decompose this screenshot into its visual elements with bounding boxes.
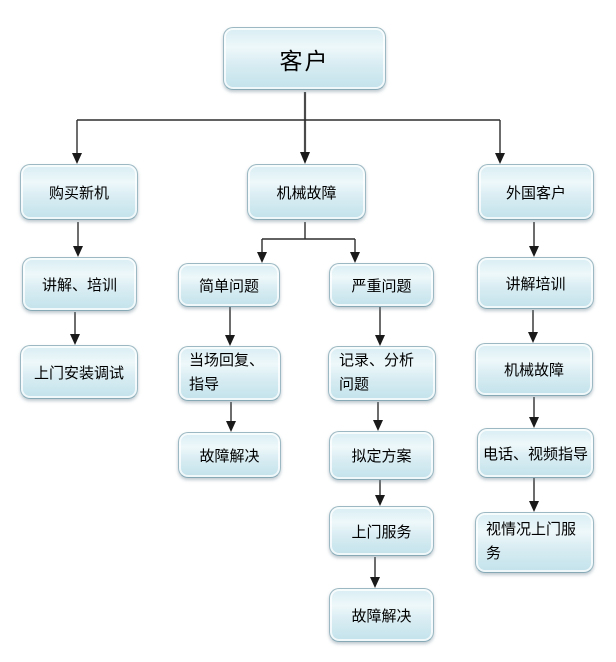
node-onsite-install-debug: 上门安装调试 [20,345,138,399]
node-label: 外国客户 [505,185,566,202]
node-explain-training: 讲解、培训 [22,257,137,311]
node-label: 讲解培训 [505,276,566,293]
node-label: 记录、分析问题 [339,353,415,393]
node-fault-resolved-serious: 故障解决 [329,588,434,642]
arrowhead [70,152,539,588]
node-buy-new-machine: 购买新机 [20,164,138,220]
node-onsite-service: 上门服务 [329,506,434,556]
node-draft-plan: 拟定方案 [329,431,434,480]
node-customer: 客户 [223,27,386,90]
node-label: 讲解、培训 [41,277,117,294]
node-label: 电话、视频指导 [482,446,588,463]
node-onsite-service-as-needed: 视情况上门服务 [475,512,594,573]
node-mechanical-fault-foreign: 机械故障 [475,343,593,396]
node-simple-problem: 简单问题 [178,263,280,307]
node-explain-training-foreign: 讲解培训 [477,257,594,309]
node-label: 故障解决 [351,608,412,625]
node-onsite-reply-guidance: 当场回复、指导 [178,346,281,401]
node-label: 购买新机 [48,185,109,202]
node-label: 当场回复、指导 [189,353,265,393]
node-label: 简单问题 [198,278,259,295]
node-phone-video-guidance: 电话、视频指导 [477,428,594,478]
node-label: 机械故障 [503,363,564,379]
node-serious-problem: 严重问题 [329,263,434,307]
node-fault-resolved-simple: 故障解决 [178,432,281,478]
node-mechanical-fault: 机械故障 [247,164,366,220]
node-label: 视情况上门服务 [486,522,577,562]
node-label: 机械故障 [276,185,337,202]
node-foreign-customer: 外国客户 [478,164,594,220]
node-label: 客户 [279,48,330,74]
node-label: 上门服务 [351,524,412,541]
node-label: 上门安装调试 [33,365,124,382]
node-record-analyze-problem: 记录、分析问题 [328,346,436,401]
node-label: 故障解决 [199,448,260,465]
node-label: 拟定方案 [351,449,412,465]
node-label: 严重问题 [351,278,412,295]
